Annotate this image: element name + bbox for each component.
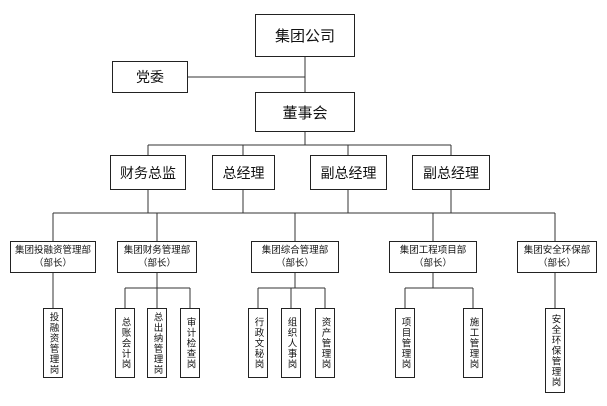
department-role: （部长） [537,258,576,269]
executive-box-deputy-gm-1: 副总经理 [310,155,387,190]
post-box: 安全环保管理岗 [545,308,565,393]
department-name: 集团投融资管理部 [14,245,91,256]
department-box-general-admin: 集团综合管理部 （部长） [251,241,339,273]
executive-label: 财务总监 [120,165,176,182]
post-label: 项目管理岗 [399,316,411,370]
post-box: 资产管理岗 [315,308,335,378]
department-role: （部长） [413,258,452,269]
post-box: 施工管理岗 [463,308,483,378]
post-label: 资产管理岗 [319,316,331,370]
department-name: 集团安全环保部 [523,245,591,256]
department-box-safety-environment: 集团安全环保部 （部长） [517,241,597,273]
department-role: （部长） [275,258,314,269]
department-box-finance: 集团财务管理部 （部长） [117,241,197,273]
post-label: 安全环保管理岗 [549,313,561,388]
post-label: 总账会计岗 [119,316,131,370]
executive-label: 副总经理 [320,165,377,182]
post-box: 项目管理岗 [395,308,415,378]
post-label: 组织人事岗 [285,316,297,370]
post-label: 行政文秘岗 [252,316,264,370]
department-name: 集团工程项目部 [399,245,467,256]
post-box: 总账会计岗 [115,308,135,378]
executive-label: 副总经理 [423,165,479,182]
party-committee-box: 党委 [112,61,188,93]
post-label: 审计检查岗 [184,316,196,370]
department-name: 集团综合管理部 [261,245,329,256]
executive-box-cfo: 财务总监 [110,155,186,190]
post-label: 施工管理岗 [467,316,479,370]
post-box: 组织人事岗 [281,308,301,378]
post-box: 审计检查岗 [180,308,200,378]
department-name: 集团财务管理部 [123,245,191,256]
department-box-investment: 集团投融资管理部 （部长） [10,241,96,273]
party-committee-label: 党委 [136,70,164,86]
board-label: 董事会 [282,103,328,122]
department-box-engineering: 集团工程项目部 （部长） [389,241,477,273]
executive-box-general-manager: 总经理 [212,155,275,190]
executive-box-deputy-gm-2: 副总经理 [412,155,490,190]
post-label: 投融资管理岗 [47,311,59,375]
company-label: 集团公司 [274,27,335,45]
post-box: 总出纳管理岗 [147,308,167,378]
executive-label: 总经理 [222,165,265,182]
post-box: 投融资管理岗 [43,308,63,378]
post-box: 行政文秘岗 [248,308,268,378]
department-role: （部长） [33,258,72,269]
company-box: 集团公司 [255,14,355,57]
post-label: 总出纳管理岗 [151,311,163,375]
board-box: 董事会 [255,92,355,132]
department-role: （部长） [137,258,176,269]
